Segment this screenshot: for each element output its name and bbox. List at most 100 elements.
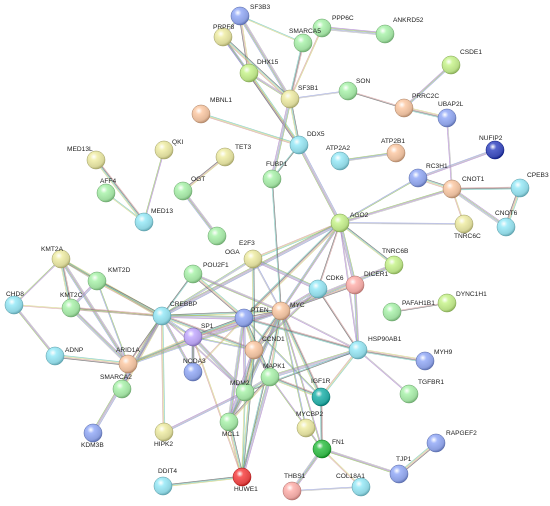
node-circle[interactable] xyxy=(394,98,414,118)
node-ddx5[interactable]: DDX5 xyxy=(289,131,325,155)
node-circle[interactable] xyxy=(152,306,172,326)
node-circle[interactable] xyxy=(191,104,211,124)
node-circle[interactable] xyxy=(437,108,457,128)
node-tnrc6c[interactable]: TNRC6C xyxy=(454,214,481,240)
node-chd8[interactable]: CHD8 xyxy=(4,291,24,315)
node-prrc2c[interactable]: PRRC2C xyxy=(394,93,439,118)
node-circle[interactable] xyxy=(296,418,316,438)
node-dhx15[interactable]: DHX15 xyxy=(239,59,279,83)
node-myc[interactable]: MYC xyxy=(271,301,305,321)
node-circle[interactable] xyxy=(183,327,203,347)
node-circle[interactable] xyxy=(442,179,462,199)
node-adnp[interactable]: ADNP xyxy=(45,346,84,366)
node-circle[interactable] xyxy=(219,412,239,432)
node-circle[interactable] xyxy=(351,477,371,497)
node-tjp1[interactable]: TJP1 xyxy=(389,456,412,484)
node-circle[interactable] xyxy=(441,55,461,75)
node-circle[interactable] xyxy=(154,140,174,160)
node-circle[interactable] xyxy=(485,140,505,160)
node-mycbp2[interactable]: MYCBP2 xyxy=(296,411,323,438)
node-circle[interactable] xyxy=(454,214,474,234)
node-kdm3b[interactable]: KDM3B xyxy=(81,423,104,449)
node-circle[interactable] xyxy=(183,264,203,284)
node-tnrc6b[interactable]: TNRC6B xyxy=(382,248,409,275)
node-circle[interactable] xyxy=(213,27,233,47)
node-circle[interactable] xyxy=(234,308,254,328)
node-igf1r[interactable]: IGF1R xyxy=(311,378,331,407)
node-arid1a[interactable]: ARID1A xyxy=(116,347,140,374)
node-tet3[interactable]: TET3 xyxy=(215,144,251,167)
node-circle[interactable] xyxy=(260,367,280,387)
node-circle[interactable] xyxy=(51,249,71,269)
node-ubap2l[interactable]: UBAP2L xyxy=(437,101,464,128)
node-circle[interactable] xyxy=(345,275,365,295)
node-huwe1[interactable]: HUWE1 xyxy=(232,467,258,493)
node-rc3h1[interactable]: RC3H1 xyxy=(408,163,448,188)
node-pafah1b1[interactable]: PAFAH1B1 xyxy=(382,300,435,322)
node-circle[interactable] xyxy=(289,135,309,155)
node-ncoa3[interactable]: NCOA3 xyxy=(183,358,206,382)
node-sf3b1[interactable]: SF3B1 xyxy=(280,85,318,109)
node-circle[interactable] xyxy=(61,298,81,318)
node-ddit4[interactable]: DDIT4 xyxy=(153,468,177,496)
node-kmt2c[interactable]: KMT2C xyxy=(60,292,83,318)
node-circle[interactable] xyxy=(207,226,227,246)
node-circle[interactable] xyxy=(382,302,402,322)
node-dync1h1[interactable]: DYNC1H1 xyxy=(437,291,487,313)
node-crebbp[interactable]: CREBBP xyxy=(152,301,198,326)
node-circle[interactable] xyxy=(312,18,332,38)
node-circle[interactable] xyxy=(282,481,302,501)
node-ccnd1[interactable]: CCND1 xyxy=(244,336,285,360)
node-circle[interactable] xyxy=(348,340,368,360)
node-hsp90ab1[interactable]: HSP90AB1 xyxy=(348,336,402,360)
node-ogt[interactable]: OGT xyxy=(173,176,205,201)
node-thbs1[interactable]: THBS1 xyxy=(282,473,306,501)
node-mdm2[interactable]: MDM2 xyxy=(230,380,255,402)
node-med13l[interactable]: MED13L xyxy=(67,146,106,170)
node-circle[interactable] xyxy=(308,279,328,299)
node-circle[interactable] xyxy=(375,24,395,44)
node-mapk1[interactable]: MAPK1 xyxy=(260,363,286,387)
node-sp1[interactable]: SP1 xyxy=(183,323,214,347)
node-col18a1[interactable]: COL18A1 xyxy=(336,473,371,497)
node-circle[interactable] xyxy=(312,439,332,459)
node-circle[interactable] xyxy=(83,423,103,443)
node-mbnl1[interactable]: MBNL1 xyxy=(191,97,232,124)
node-hipk2[interactable]: HIPK2 xyxy=(154,422,174,448)
node-circle[interactable] xyxy=(153,476,173,496)
node-kmt2a[interactable]: KMT2A xyxy=(41,246,71,269)
node-med13[interactable]: MED13 xyxy=(134,208,173,232)
node-cnot6[interactable]: CNOT6 xyxy=(495,210,518,237)
node-circle[interactable] xyxy=(134,212,154,232)
node-circle[interactable] xyxy=(154,422,174,442)
node-ago2[interactable]: AGO2 xyxy=(330,212,369,233)
node-circle[interactable] xyxy=(262,169,282,189)
node-circle[interactable] xyxy=(386,143,406,163)
node-smarca5[interactable]: SMARCA5 xyxy=(289,28,321,53)
node-circle[interactable] xyxy=(118,354,138,374)
node-atp2b1[interactable]: ATP2B1 xyxy=(381,138,406,163)
node-rapgef2[interactable]: RAPGEF2 xyxy=(426,430,477,453)
node-ankrd52[interactable]: ANKRD52 xyxy=(375,17,424,44)
node-circle[interactable] xyxy=(243,249,263,269)
node-cnot1[interactable]: CNOT1 xyxy=(442,176,485,199)
node-circle[interactable] xyxy=(330,151,350,171)
node-circle[interactable] xyxy=(239,63,259,83)
node-circle[interactable] xyxy=(415,351,435,371)
node-circle[interactable] xyxy=(280,89,300,109)
node-myh9[interactable]: MYH9 xyxy=(415,349,453,371)
node-fn1[interactable]: FN1 xyxy=(312,439,345,459)
node-fubp1[interactable]: FUBP1 xyxy=(262,161,288,189)
node-circle[interactable] xyxy=(215,147,235,167)
node-circle[interactable] xyxy=(232,467,252,487)
node-circle[interactable] xyxy=(4,295,24,315)
node-circle[interactable] xyxy=(399,384,419,404)
node-circle[interactable] xyxy=(244,340,264,360)
node-circle[interactable] xyxy=(112,379,132,399)
node-circle[interactable] xyxy=(408,168,428,188)
node-pou2f1[interactable]: POU2F1 xyxy=(183,262,229,284)
node-circle[interactable] xyxy=(293,33,313,53)
node-circle[interactable] xyxy=(437,293,457,313)
node-e2f3[interactable]: E2F3 xyxy=(239,240,263,269)
node-smarca2[interactable]: SMARCA2 xyxy=(100,374,132,399)
